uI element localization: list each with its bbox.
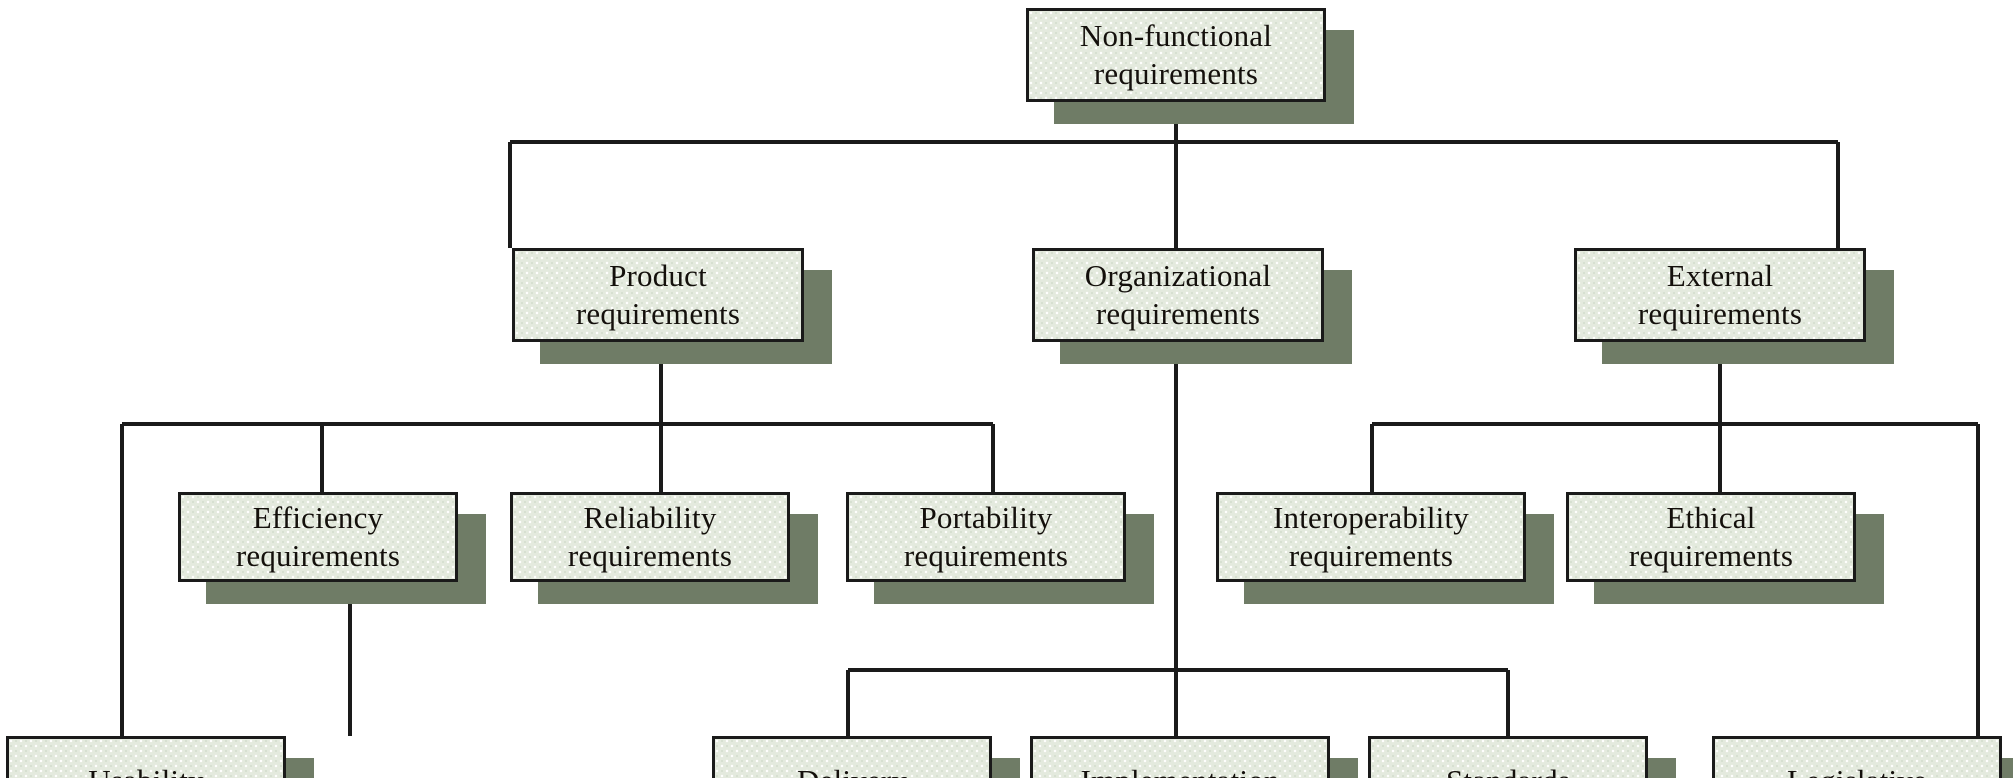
node-label: Product requirements xyxy=(575,258,741,331)
node-label: Delivery xyxy=(791,762,913,778)
node-label: Efficiency requirements xyxy=(235,500,401,573)
node-label: Ethical requirements xyxy=(1628,500,1794,573)
node-reliability-requirements[interactable]: Reliability requirements xyxy=(510,492,790,582)
node-label: Portability requirements xyxy=(903,500,1069,573)
node-label: Implementation xyxy=(1074,762,1285,778)
node-label: Standards xyxy=(1440,762,1576,778)
node-label: Legislative xyxy=(1781,762,1933,778)
node-label: External requirements xyxy=(1637,258,1803,331)
node-label: Usability xyxy=(82,762,209,778)
node-label: Organizational requirements xyxy=(1084,258,1272,331)
node-standards[interactable]: Standards xyxy=(1368,736,1648,778)
node-label: Interoperability requirements xyxy=(1272,500,1469,573)
node-interoperability-requirements[interactable]: Interoperability requirements xyxy=(1216,492,1526,582)
node-organizational-requirements[interactable]: Organizational requirements xyxy=(1032,248,1324,342)
node-product-requirements[interactable]: Product requirements xyxy=(512,248,804,342)
node-implementation[interactable]: Implementation xyxy=(1030,736,1330,778)
node-efficiency-requirements[interactable]: Efficiency requirements xyxy=(178,492,458,582)
node-legislative[interactable]: Legislative xyxy=(1712,736,2002,778)
node-ethical-requirements[interactable]: Ethical requirements xyxy=(1566,492,1856,582)
node-delivery[interactable]: Delivery xyxy=(712,736,992,778)
node-usability[interactable]: Usability xyxy=(6,736,286,778)
node-label: Non-functional requirements xyxy=(1079,18,1273,91)
node-portability-requirements[interactable]: Portability requirements xyxy=(846,492,1126,582)
node-non-functional-requirements[interactable]: Non-functional requirements xyxy=(1026,8,1326,102)
node-external-requirements[interactable]: External requirements xyxy=(1574,248,1866,342)
node-label: Reliability requirements xyxy=(567,500,733,573)
